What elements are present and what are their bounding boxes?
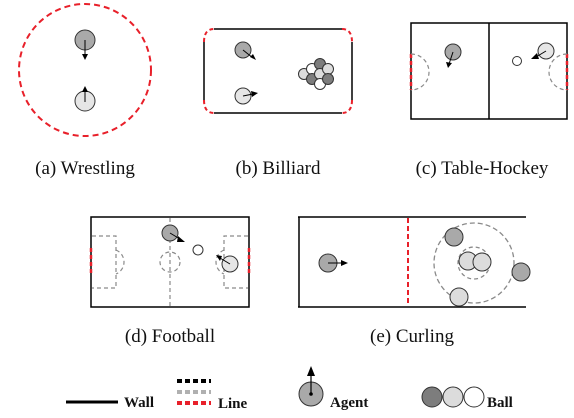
billiard-ball-rack <box>298 58 334 90</box>
curling-stone-light-3 <box>449 287 469 307</box>
legend-agent: Agent <box>298 366 368 411</box>
football-panel <box>89 216 251 308</box>
ball-circle-icon <box>442 386 464 408</box>
table-hockey-crease-left <box>410 53 430 91</box>
wrestling-arena-boundary <box>18 3 152 137</box>
curling-stone-dark-1 <box>444 227 464 247</box>
legend-ball-label: Ball <box>487 395 513 411</box>
table-hockey-panel <box>409 22 569 120</box>
curling-agent <box>318 253 348 273</box>
football-agent-dark <box>161 224 185 242</box>
table-hockey-agent-light <box>531 42 555 60</box>
billiard-walls <box>203 28 353 114</box>
billiard-agent-dark <box>234 41 256 60</box>
wrestling-caption: (a) Wrestling <box>35 158 135 179</box>
legend-line: Line <box>177 379 248 412</box>
ball <box>322 73 334 85</box>
curling-walls <box>298 216 526 308</box>
ball <box>322 63 334 75</box>
curling-caption: (e) Curling <box>370 326 454 347</box>
legend-agent-label: Agent <box>330 395 368 411</box>
table-hockey-agent-dark <box>444 43 462 68</box>
curling-stone-light-2 <box>472 252 492 272</box>
football-agent-light <box>216 255 239 273</box>
football-penalty-arc-right <box>215 249 225 275</box>
legend-ball: Ball <box>421 386 513 411</box>
billiard-pockets <box>203 28 353 114</box>
billiard-panel <box>203 28 353 114</box>
wrestling-panel <box>18 3 152 137</box>
billiard-agent-light <box>234 87 258 105</box>
football-center-circle <box>159 251 181 273</box>
football-caption: (d) Football <box>124 326 216 347</box>
ball-circle-icon <box>463 386 485 408</box>
wrestling-agent-light <box>74 86 96 112</box>
wrestling-agent-dark <box>74 29 96 60</box>
curling-panel <box>298 216 531 308</box>
legend-wall-label: Wall <box>124 395 154 411</box>
table-hockey-puck <box>512 56 522 66</box>
curling-house-outer-ring <box>433 222 515 304</box>
football-penalty-arc-left <box>115 249 125 275</box>
football-ball <box>192 244 204 256</box>
curling-stone-dark-2 <box>511 262 531 282</box>
table-hockey-caption: (c) Table-Hockey <box>415 158 549 179</box>
table-hockey-crease-right <box>548 53 568 91</box>
legend: Wall Line Agent Ball <box>66 366 513 412</box>
legend-wall: Wall <box>66 395 154 411</box>
legend-line-label: Line <box>218 396 248 412</box>
billiard-caption: (b) Billiard <box>235 158 321 179</box>
football-penalty-box-left <box>92 235 117 289</box>
ball-circle-icon <box>421 386 443 408</box>
